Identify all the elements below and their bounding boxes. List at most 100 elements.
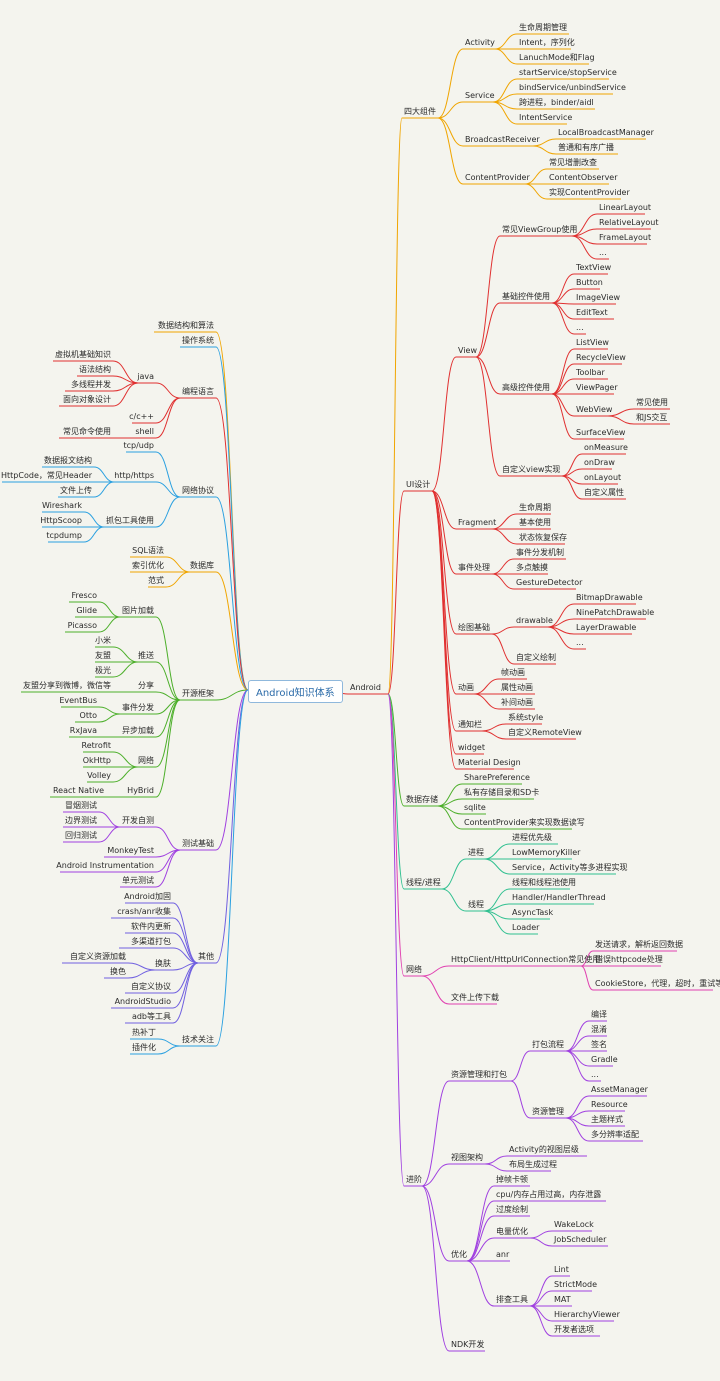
node-zb3[interactable]: tcpdump xyxy=(46,531,82,540)
node-zygl[interactable]: 资源管理和打包 xyxy=(451,1070,507,1079)
node-ts1[interactable]: 小米 xyxy=(95,636,111,645)
root-node[interactable]: Android知识体系 xyxy=(248,680,343,703)
node-md[interactable]: Material Design xyxy=(458,758,521,767)
node-stjg[interactable]: 视图架构 xyxy=(451,1153,483,1162)
node-s2[interactable]: bindService/unbindService xyxy=(519,83,626,92)
node-wv[interactable]: WebView xyxy=(576,405,613,414)
node-jj[interactable]: 进阶 xyxy=(406,1175,422,1184)
node-sc4[interactable]: ContentProvider来实现数据读写 xyxy=(464,818,585,827)
node-sjk[interactable]: 数据库 xyxy=(190,561,214,570)
node-qt4[interactable]: 多渠道打包 xyxy=(131,937,171,946)
node-xc_1[interactable]: 线程和线程池使用 xyxy=(512,878,576,887)
node-sjcc[interactable]: 数据存储 xyxy=(406,795,438,804)
node-ndk[interactable]: NDK开发 xyxy=(451,1340,485,1349)
node-sjff[interactable]: 事件分发 xyxy=(122,703,154,712)
node-uisheji[interactable]: UI设计 xyxy=(406,480,431,489)
node-xc_4[interactable]: Loader xyxy=(512,923,540,932)
node-s1[interactable]: startService/stopService xyxy=(519,68,617,77)
node-vg4[interactable]: ... xyxy=(599,248,607,257)
node-jincheng[interactable]: 进程 xyxy=(468,848,484,857)
node-zg1[interactable]: AssetManager xyxy=(591,1085,648,1094)
node-kykj[interactable]: 开源框架 xyxy=(182,689,214,698)
node-vg3[interactable]: FrameLayout xyxy=(599,233,652,242)
node-db1[interactable]: 编译 xyxy=(591,1010,607,1019)
node-jsgz[interactable]: 技术关注 xyxy=(182,1035,214,1044)
node-dr4[interactable]: ... xyxy=(576,638,584,647)
node-android[interactable]: Android xyxy=(350,683,381,692)
node-vg2[interactable]: RelativeLayout xyxy=(599,218,659,227)
node-zdy2[interactable]: onDraw xyxy=(584,458,615,467)
node-gj[interactable]: 高级控件使用 xyxy=(502,383,550,392)
node-wjsc[interactable]: 文件上传下载 xyxy=(451,993,499,1002)
node-db5[interactable]: ... xyxy=(591,1070,599,1079)
node-jc1[interactable]: TextView xyxy=(576,263,612,272)
node-zg3[interactable]: 主题样式 xyxy=(591,1115,623,1124)
node-kfzc[interactable]: 开发自测 xyxy=(122,816,154,825)
node-db2[interactable]: 混淆 xyxy=(591,1025,607,1034)
node-dr3[interactable]: LayerDrawable xyxy=(576,623,637,632)
node-hb[interactable]: HyBrid xyxy=(127,786,154,795)
node-vg[interactable]: 常见ViewGroup使用 xyxy=(502,225,578,234)
node-sj1[interactable]: 事件分发机制 xyxy=(516,548,564,557)
node-dr2[interactable]: NinePatchDrawable xyxy=(576,608,655,617)
node-jc5[interactable]: ... xyxy=(576,323,584,332)
node-vg1[interactable]: LinearLayout xyxy=(599,203,652,212)
node-br2[interactable]: 普通和有序广播 xyxy=(558,143,614,152)
node-gj2[interactable]: RecycleView xyxy=(576,353,626,362)
node-zb1[interactable]: Wireshark xyxy=(41,501,82,510)
node-jc_3[interactable]: Service，Activity等多进程实现 xyxy=(512,863,628,872)
node-zg4[interactable]: 多分辨率适配 xyxy=(591,1130,639,1139)
node-j2[interactable]: 语法结构 xyxy=(79,365,111,374)
node-kz1[interactable]: 冒烟测试 xyxy=(65,801,97,810)
node-gz2[interactable]: 插件化 xyxy=(132,1043,156,1052)
node-sc3[interactable]: sqlite xyxy=(464,803,486,812)
node-zdy1[interactable]: onMeasure xyxy=(584,443,628,452)
node-cp3[interactable]: 实现ContentProvider xyxy=(549,188,630,197)
node-tcp[interactable]: tcp/udp xyxy=(123,441,154,450)
node-xc_3[interactable]: AsyncTask xyxy=(512,908,554,917)
node-zb2[interactable]: HttpScoop xyxy=(40,516,82,525)
node-sj[interactable]: 事件处理 xyxy=(458,563,490,572)
node-cp1[interactable]: 常见增删改查 xyxy=(549,158,597,167)
node-sidazujian[interactable]: 四大组件 xyxy=(404,107,436,116)
node-fx1[interactable]: 友盟分享到微博，微信等 xyxy=(23,681,111,690)
node-pc5[interactable]: 开发者选项 xyxy=(554,1325,594,1334)
node-tp3[interactable]: Picasso xyxy=(67,621,97,630)
node-j3[interactable]: 多线程并发 xyxy=(71,380,111,389)
node-wl2[interactable]: 网络 xyxy=(138,756,154,765)
node-cp2[interactable]: ContentObserver xyxy=(549,173,618,182)
node-pc4[interactable]: HierarchyViewer xyxy=(554,1310,620,1319)
node-st1[interactable]: Activity的视图层级 xyxy=(509,1145,579,1154)
node-gj6[interactable]: SurfaceView xyxy=(576,428,626,437)
node-zdy4[interactable]: 自定义属性 xyxy=(584,488,624,497)
node-sh1[interactable]: 常见命令使用 xyxy=(63,427,111,436)
node-dl2[interactable]: JobScheduler xyxy=(554,1235,607,1244)
node-qt3[interactable]: 软件内更新 xyxy=(131,922,171,931)
node-sj3[interactable]: GestureDetector xyxy=(516,578,583,587)
node-jc_2[interactable]: LowMemoryKiller xyxy=(512,848,581,857)
node-service[interactable]: Service xyxy=(465,91,495,100)
node-hf2[interactable]: 换色 xyxy=(110,967,126,976)
node-zdy[interactable]: 自定义view实现 xyxy=(502,465,561,474)
node-dh2[interactable]: 属性动画 xyxy=(501,683,533,692)
node-pcgj[interactable]: 排查工具 xyxy=(496,1295,528,1304)
node-qt6[interactable]: 自定义协议 xyxy=(131,982,171,991)
node-wv2[interactable]: 和JS交互 xyxy=(636,413,668,422)
node-sq3[interactable]: 范式 xyxy=(148,576,164,585)
node-xc_2[interactable]: Handler/HandlerThread xyxy=(512,893,606,902)
node-pc1[interactable]: Lint xyxy=(554,1265,569,1274)
node-ts3[interactable]: 极光 xyxy=(95,666,111,675)
node-hs3[interactable]: 文件上传 xyxy=(60,486,92,495)
node-st2[interactable]: 布局生成过程 xyxy=(509,1160,557,1169)
node-f2[interactable]: 基本使用 xyxy=(519,518,551,527)
node-sc2[interactable]: 私有存储目录和SD卡 xyxy=(464,788,540,797)
node-s3[interactable]: 跨进程，binder/aidl xyxy=(519,98,594,107)
node-wl2_2[interactable]: OkHttp xyxy=(82,756,111,765)
node-db3[interactable]: 签名 xyxy=(591,1040,607,1049)
node-dh[interactable]: 动画 xyxy=(458,683,474,692)
node-s4[interactable]: IntentService xyxy=(519,113,573,122)
node-tp1[interactable]: Fresco xyxy=(71,591,97,600)
node-br[interactable]: BroadcastReceiver xyxy=(465,135,540,144)
node-sjjg[interactable]: 数据结构和算法 xyxy=(158,321,214,330)
node-yh2[interactable]: cpu/内存占用过高，内存泄露 xyxy=(496,1190,602,1199)
